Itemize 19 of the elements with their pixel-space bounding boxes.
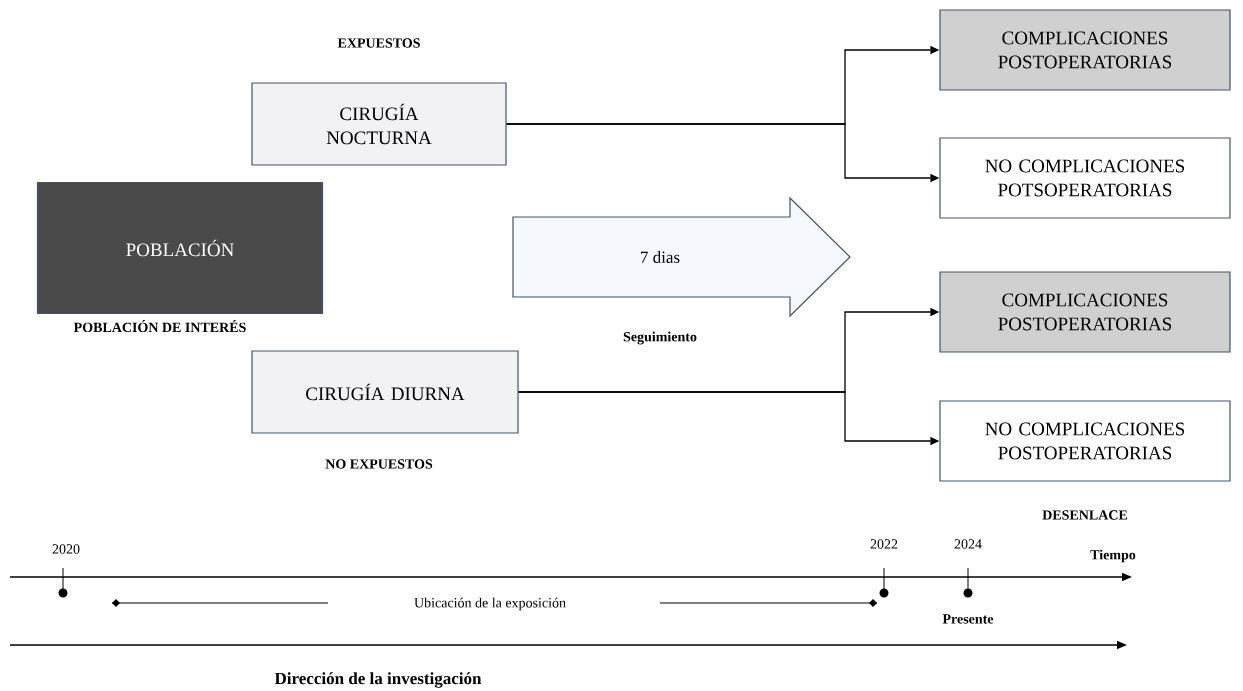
process-box: CIRUGÍA DIURNA	[251, 350, 519, 434]
caption-text: DESENLACE	[1042, 510, 1128, 520]
caption-text: NO EXPUESTOS	[325, 459, 433, 469]
node-label: 2024	[954, 539, 982, 549]
node-label: Presente	[942, 614, 994, 624]
caption-text: Seguimiento	[623, 331, 697, 345]
span-label: Ubicación de la exposición	[414, 597, 566, 611]
node-label: 2020	[52, 544, 80, 554]
axis-title: Dirección de la investigación	[274, 672, 482, 688]
process-box: POBLACIÓN	[36, 181, 324, 315]
caption-text: POBLACIÓN DE INTERÉS	[73, 319, 246, 333]
node-label: 2022	[870, 539, 898, 549]
axis-label: Tiempo	[1090, 549, 1136, 563]
process-box: CIRUGÍA NOCTURNA	[251, 82, 507, 166]
process-box: COMPLICACIONES POSTOPERATORIAS	[939, 9, 1231, 91]
process-box: COMPLICACIONES POSTOPERATORIAS	[939, 271, 1231, 353]
caption-text: EXPUESTOS	[337, 38, 420, 48]
process-box: NO COMPLICACIONES POSTOPERATORIAS	[939, 400, 1231, 482]
process-box: NO COMPLICACIONES POTSOPERATORIAS	[939, 137, 1231, 219]
